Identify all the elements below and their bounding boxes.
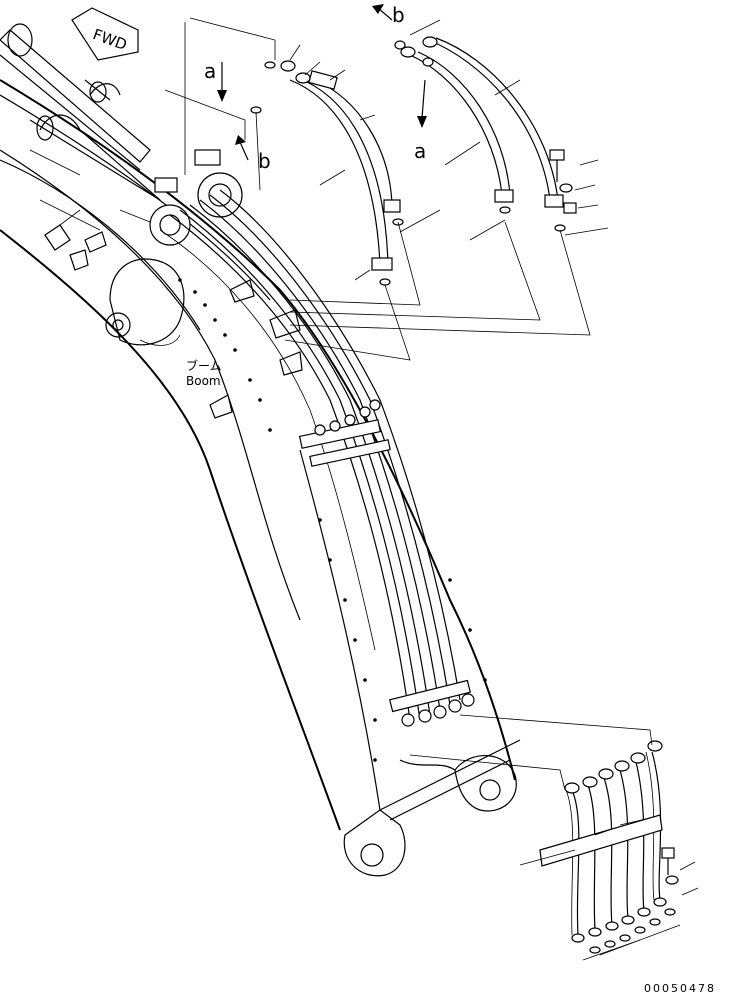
diagram-labels: a a b b ブーム Boom 00050478: [186, 3, 716, 995]
label-b-mid: b: [258, 149, 271, 173]
label-a-top: a: [204, 59, 216, 83]
direction-arrows: [217, 4, 427, 161]
fwd-arrow: FWD: [71, 7, 139, 61]
leader-lines-top: [164, 17, 609, 361]
clamp-parts-left: [44, 209, 107, 271]
label-boom-jp: ブーム: [186, 358, 222, 373]
exploded-hoses-top: [250, 36, 577, 286]
label-b-top: b: [392, 3, 405, 27]
boom-cylinders: [0, 23, 161, 201]
label-boom-en: Boom: [186, 374, 221, 388]
boom-bolt-dots: [178, 278, 487, 762]
drawing-number: 00050478: [644, 982, 716, 995]
boom-light: [105, 258, 233, 419]
leader-lines-bottom: [409, 714, 699, 961]
fwd-label: FWD: [90, 25, 129, 54]
label-a-right: a: [414, 139, 426, 163]
boom-outline: [0, 79, 521, 877]
hose-bundle: [159, 189, 461, 721]
hose-clamps: [229, 279, 475, 727]
exploded-hoses-bottom: [539, 740, 679, 954]
pin-bosses: [149, 149, 243, 246]
